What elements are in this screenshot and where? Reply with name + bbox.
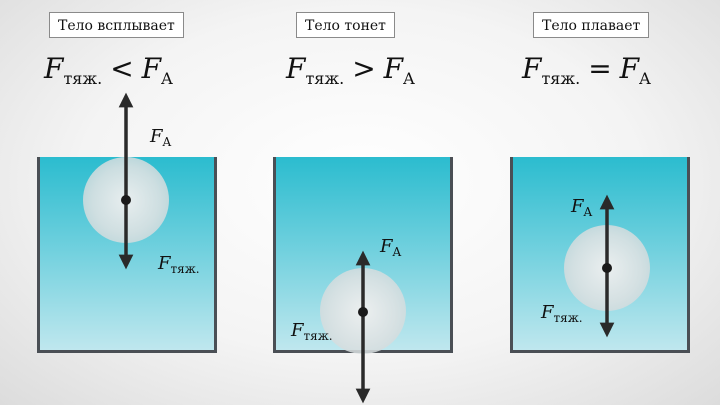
- buoyant-force-label: FA: [150, 126, 172, 149]
- buoyant-force-label: FA: [571, 196, 593, 219]
- panel-floats: Тело плавает Fтяж.=FA: [480, 0, 720, 405]
- force-relation-formula: Fтяж.=FA: [522, 52, 651, 88]
- gravity-force-label: Fтяж.: [158, 253, 200, 276]
- panel-title: Тело всплывает: [49, 12, 184, 38]
- force-vector-pair: [118, 92, 134, 270]
- force-vector-pair: [355, 250, 371, 404]
- force-vector-pair: [599, 194, 615, 338]
- center-of-mass-dot: [121, 195, 131, 205]
- buoyant-force-label: FA: [380, 236, 402, 259]
- force-relation-formula: Fтяж.<FA: [44, 52, 173, 88]
- center-of-mass-dot: [602, 263, 612, 273]
- center-of-mass-dot: [358, 307, 368, 317]
- gravity-force-label: Fтяж.: [291, 320, 333, 343]
- gravity-force-label: Fтяж.: [541, 302, 583, 325]
- panel-sinks: Тело тонет Fтяж.>FA: [240, 0, 480, 405]
- panel-title: Тело плавает: [533, 12, 650, 38]
- force-relation-formula: Fтяж.>FA: [286, 52, 415, 88]
- panel-title: Тело тонет: [296, 12, 395, 38]
- panel-floats-up: Тело всплывает Fтяж.<FA: [0, 0, 240, 405]
